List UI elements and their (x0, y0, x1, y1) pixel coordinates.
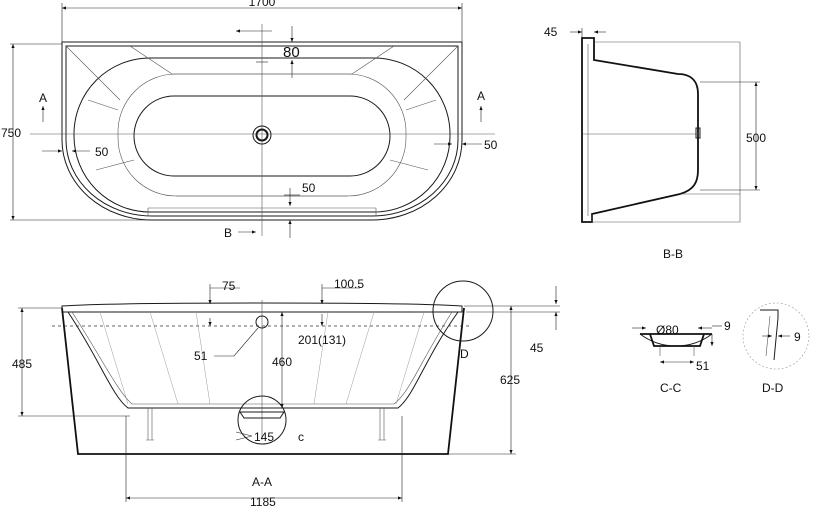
aa-facets (99, 311, 425, 405)
bottom-rim-label: 50 (302, 181, 316, 195)
aa-51-label: 51 (194, 349, 208, 363)
tub-outline (61, 41, 463, 221)
dd-profile-outer (760, 309, 779, 361)
aa-75-label: 75 (222, 279, 236, 293)
depth-label: 750 (1, 126, 21, 140)
section-aa-view: 75 100.5 51 201(131) 460 485 625 45 D 1 (12, 277, 560, 509)
bb-height-label: 500 (746, 131, 766, 145)
cc-thickness-label: 9 (724, 319, 731, 333)
bb-overflow-fitting (695, 127, 701, 139)
aa-rim (61, 302, 463, 313)
section-a-right-label: A (477, 89, 485, 103)
aa-detail-d-label: D (460, 347, 469, 361)
top-view: 1700 750 80 A A (1, 0, 498, 240)
side-left-label: 50 (95, 145, 109, 159)
aa-outer-shell (61, 307, 465, 455)
bb-wall-label: 45 (544, 25, 558, 39)
aa-1185-label: 1185 (250, 495, 276, 509)
aa-inner-basin-2 (71, 311, 453, 405)
aa-detail-c-circle (237, 395, 287, 445)
cc-diameter-label: Ø80 (656, 323, 679, 337)
aa-51-leader (214, 327, 259, 357)
tub-rim (65, 45, 459, 217)
dd-caption: D-D (762, 381, 784, 395)
aa-drain-depth-label: 201(131) (298, 333, 346, 347)
aa-inner-basin (67, 311, 459, 409)
bb-caption: B-B (663, 247, 683, 261)
drain-inner (255, 128, 269, 142)
aa-145-label: 145 (254, 430, 274, 444)
dd-thickness-label: 9 (794, 330, 801, 344)
aa-625-label: 625 (500, 373, 520, 387)
cc-drain-profile (640, 333, 712, 347)
aa-detail-d-circle (432, 280, 494, 342)
aa-1005-label: 100.5 (334, 277, 364, 291)
width-label: 1700 (249, 0, 276, 9)
aa-overflow-hole (255, 315, 269, 329)
aa-460-label: 460 (272, 355, 292, 369)
aa-detail-c-label: c (298, 430, 304, 444)
cc-caption: C-C (660, 381, 682, 395)
bb-profile-outer (581, 37, 699, 223)
drain-outer (252, 125, 272, 145)
detail-cc-view: Ø80 9 51 C-C (632, 319, 731, 395)
section-a-left-label: A (39, 91, 47, 105)
aa-legs (146, 408, 386, 441)
aa-45-label: 45 (530, 341, 544, 355)
aa-485-label: 485 (12, 357, 32, 371)
dd-circle (742, 302, 810, 370)
section-bb-view: 45 500 B-B (544, 25, 766, 261)
rim-width-label: 80 (283, 44, 300, 61)
aa-drain (239, 411, 285, 419)
aa-145-arrows (235, 431, 253, 441)
bb-profile-inner (587, 44, 741, 223)
detail-dd-view: 9 D-D (742, 302, 810, 395)
aa-caption: A-A (252, 475, 272, 489)
section-b-label: B (224, 226, 232, 240)
cc-drop-label: 51 (696, 359, 710, 373)
side-right-label: 50 (484, 138, 498, 152)
